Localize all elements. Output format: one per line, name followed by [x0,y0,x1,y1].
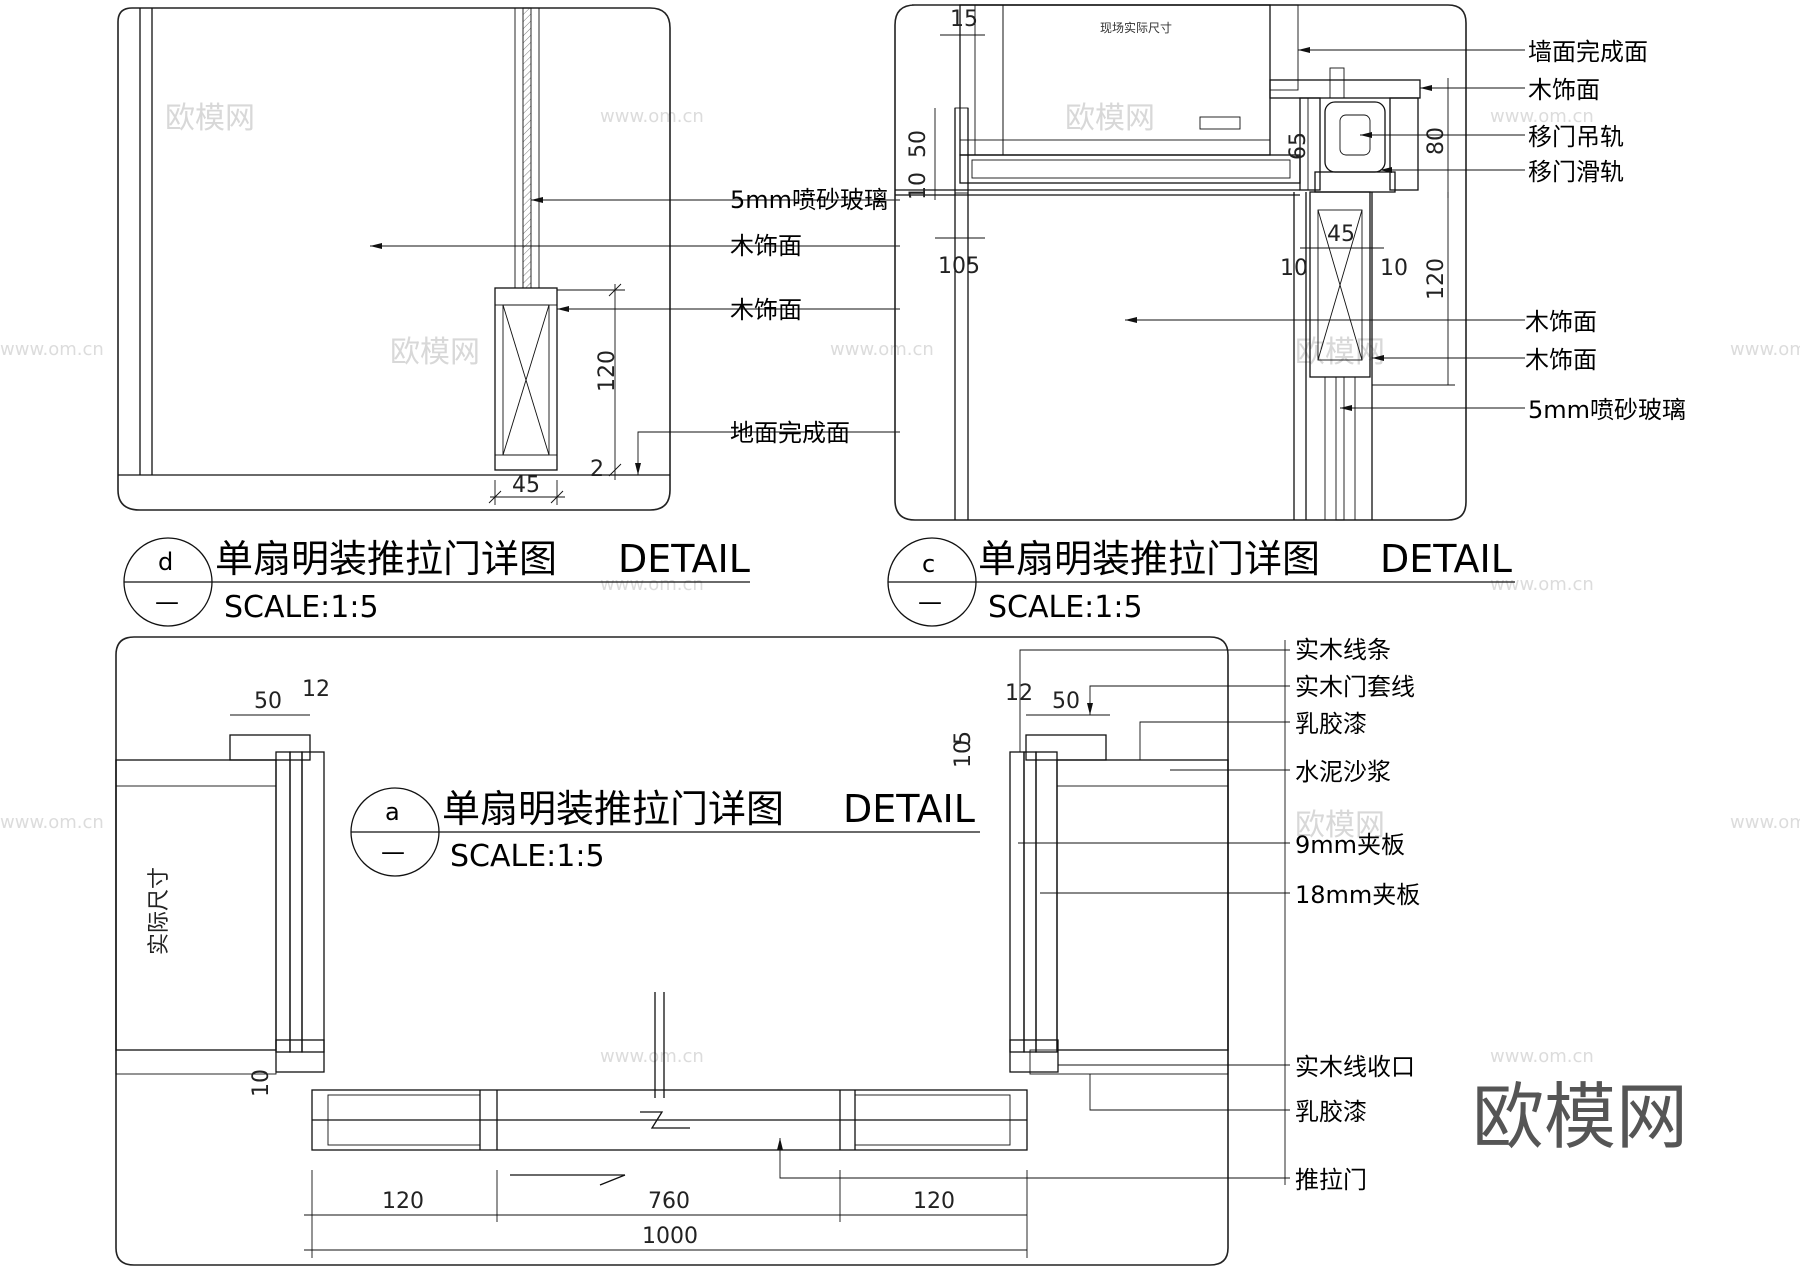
dim-15: 15 [950,7,978,32]
label-18mm-plywood: 18mm夹板 [1295,881,1420,909]
watermark-text: 欧模网 [390,335,480,370]
detail-scale: SCALE:1:5 [450,839,605,874]
detail-c-drawing: 现场实际尺寸 15 50 10 [894,4,1525,521]
watermark-text: 欧模网 [1065,101,1155,136]
label-wood-trim: 实木线条 [1295,636,1391,664]
watermark-url: www.om.cn [1730,339,1800,360]
dim-65: 65 [1286,132,1311,160]
detail-label: DETAIL [1380,537,1512,581]
dim-45: 45 [1327,222,1355,247]
dim-10-left: 10 [1280,256,1308,281]
label-latex-paint: 乳胶漆 [1295,1098,1367,1126]
detail-id: d [158,548,173,576]
label-sliding-door: 推拉门 [1295,1166,1367,1194]
dim-2: 2 [590,457,604,482]
label-wood-veneer: 木饰面 [1525,346,1597,374]
detail-scale: SCALE:1:5 [988,590,1143,625]
dim-80: 80 [1424,127,1449,155]
dim-120: 120 [382,1189,424,1214]
detail-dash: — [155,588,179,616]
detail-scale: SCALE:1:5 [224,590,379,625]
label-trim-closure: 实木线收口 [1295,1053,1415,1081]
watermark-text: 欧模网 [1295,808,1385,843]
actual-size-note: 实际尺寸 [147,867,172,955]
detail-a-title: a — 单扇明装推拉门详图 DETAIL SCALE:1:5 [350,787,980,877]
dim-10b: 10 [938,254,966,279]
watermark-url: www.om.cn [830,339,934,360]
detail-id: c [922,550,935,578]
dim-1000: 1000 [642,1224,698,1249]
detail-title: 单扇明装推拉门详图 [978,537,1320,581]
detail-a-drawing: 实际尺寸 50 12 12 50 [115,636,1290,1266]
watermark-url: www.om.cn [0,339,104,360]
dim-120: 120 [595,350,620,392]
watermark-url: www.om.cn [600,1046,704,1067]
label-wood-veneer: 木饰面 [1525,308,1597,336]
dim-10: 10 [906,172,931,200]
label-wall-finish: 墙面完成面 [1528,38,1648,66]
label-9mm-plywood: 9mm夹板 [1295,831,1405,859]
dim-10: 10 [249,1069,274,1097]
dim-120: 120 [913,1189,955,1214]
dim-45: 45 [512,473,540,498]
dim-50: 50 [906,130,931,158]
watermark-url: www.om.cn [0,812,104,833]
watermark-url: www.om.cn [1490,106,1594,127]
watermark-url: www.om.cn [1730,812,1800,833]
detail-dash: — [918,588,942,616]
label-cement-mortar: 水泥沙浆 [1295,758,1391,786]
label-glass: 5mm喷砂玻璃 [1528,396,1686,424]
dim-10-right: 10 [1380,256,1408,281]
dim-10: 10 [951,740,976,768]
label-glass: 5mm喷砂玻璃 [730,186,888,214]
label-hanging-rail: 移门吊轨 [1528,123,1624,151]
brand-logo: 欧模网 [1472,1075,1688,1159]
label-latex-paint: 乳胶漆 [1295,710,1367,738]
label-wood-veneer: 木饰面 [730,232,802,260]
dim-5: 5 [951,731,976,745]
watermark-url: www.om.cn [1490,574,1594,595]
detail-label: DETAIL [843,787,975,831]
dim-120: 120 [1424,258,1449,300]
label-door-casing: 实木门套线 [1295,673,1415,701]
label-floor-finish: 地面完成面 [730,419,850,447]
watermarks: 欧模网 www.om.cn 欧模网 www.om.cn www.om.cn 欧模… [0,101,1800,1067]
dim-12: 12 [302,677,330,702]
watermark-url: www.om.cn [1490,1046,1594,1067]
label-wood-veneer: 木饰面 [1528,76,1600,104]
field-size-note: 现场实际尺寸 [1100,20,1172,35]
detail-d-drawing: 120 2 45 [117,7,900,511]
dim-50: 50 [1052,689,1080,714]
detail-id: a [385,798,400,826]
dim-760: 760 [648,1189,690,1214]
dim-12: 12 [1005,681,1033,706]
watermark-url: www.om.cn [600,574,704,595]
detail-d-title: d — 单扇明装推拉门详图 DETAIL SCALE:1:5 [123,537,750,627]
watermark-text: 欧模网 [165,101,255,136]
label-slide-rail: 移门滑轨 [1528,158,1624,186]
dim-5: 5 [966,254,980,279]
watermark-url: www.om.cn [600,106,704,127]
detail-dash: — [381,838,405,866]
detail-c-title: c — 单扇明装推拉门详图 DETAIL SCALE:1:5 [887,537,1515,627]
detail-title: 单扇明装推拉门详图 [442,787,784,831]
detail-label: DETAIL [618,537,750,581]
dim-50: 50 [254,689,282,714]
label-wood-veneer: 木饰面 [730,296,802,324]
detail-title: 单扇明装推拉门详图 [215,537,557,581]
